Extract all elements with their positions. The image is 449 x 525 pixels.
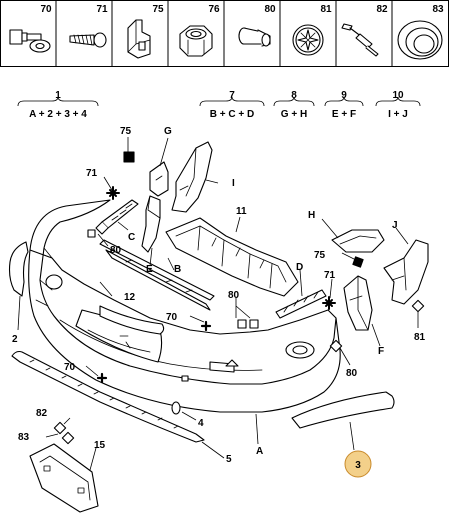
bracket-part-h: [331, 229, 385, 253]
label-15: 15: [94, 440, 106, 451]
corner-part-2: [8, 241, 29, 297]
group-num-8: 8: [291, 90, 297, 101]
group-formula-10: I + J: [388, 109, 408, 120]
bracket-part-j: [383, 239, 429, 305]
label-80-center: 80: [228, 290, 240, 301]
header-part-num-75: 75: [152, 4, 164, 15]
hex-nut-icon: [179, 25, 213, 57]
highlight-marker: [344, 450, 372, 478]
rivet-icon: [341, 23, 379, 57]
label-75-right: 75: [314, 250, 326, 261]
group-formula-7: B + C + D: [210, 109, 254, 120]
bracket-part-e: [141, 195, 161, 253]
group-num-1: 1: [55, 90, 61, 101]
label-j: J: [392, 220, 398, 231]
label-5: 5: [226, 454, 232, 465]
group-num-10: 10: [392, 90, 404, 101]
label-f: F: [378, 346, 384, 357]
label-71-right: 71: [324, 270, 336, 281]
label-71-upper: 71: [86, 168, 98, 179]
header-part-num-71: 71: [96, 4, 108, 15]
plate-bracket-part-15: [29, 443, 99, 513]
label-70-left: 70: [64, 362, 76, 373]
push-clip-icon: [238, 27, 271, 47]
bracket-part-d: [275, 289, 327, 319]
header-part-num-81: 81: [320, 4, 332, 15]
screw-icon: [69, 32, 107, 48]
label-g: G: [164, 126, 172, 137]
bumper-drawing: [8, 137, 429, 513]
bolt-collar-icon: [9, 29, 51, 53]
upper-beam-part-b: [99, 239, 215, 311]
group-formula-1: A + 2 + 3 + 4: [29, 109, 87, 120]
trim-strip-part-3: [291, 391, 395, 429]
label-80-right: 80: [346, 368, 358, 379]
clip-bracket-icon: [127, 19, 151, 59]
header-parts-table: 70 71 75 76 80 81 82 83: [0, 0, 449, 67]
header-part-num-82: 82: [376, 4, 388, 15]
leader-lines: [17, 137, 419, 471]
absorber-part-11: [165, 217, 299, 297]
header-part-num-70: 70: [40, 4, 52, 15]
label-i: I: [232, 178, 235, 189]
label-81: 81: [414, 332, 426, 343]
group-formulas: 1 A + 2 + 3 + 4 7 B + C + D 8 G + H 9 E …: [17, 90, 421, 120]
group-formula-8: G + H: [281, 109, 307, 120]
label-h: H: [308, 210, 315, 221]
star-washer-icon: [292, 24, 324, 56]
label-e: E: [146, 264, 153, 275]
label-3: 3: [355, 460, 361, 471]
label-c: C: [128, 232, 135, 243]
left-bracket-part-c: [95, 199, 139, 235]
label-2: 2: [12, 334, 18, 345]
grommet-icon: [397, 20, 443, 60]
label-d: D: [296, 262, 303, 273]
callout-labels: 75 G 71 I 11 H J C 80 75 E B D 12 80 71 …: [12, 126, 426, 471]
lower-strip-part-5: [11, 350, 205, 443]
group-num-9: 9: [341, 90, 347, 101]
bracket-part-f: [343, 275, 373, 331]
label-80-left: 80: [110, 245, 122, 256]
header-part-num-76: 76: [208, 4, 220, 15]
label-70-center: 70: [166, 312, 178, 323]
label-75-upper: 75: [120, 126, 132, 137]
bracket-part-i: [171, 141, 213, 213]
label-4: 4: [198, 418, 204, 429]
clip-part-4: [171, 401, 181, 415]
header-part-num-80: 80: [264, 4, 276, 15]
group-formula-9: E + F: [332, 109, 356, 120]
group-num-7: 7: [229, 90, 235, 101]
header-part-num-83: 83: [432, 4, 444, 15]
bumper-cover-part-a: [28, 199, 341, 413]
label-82: 82: [36, 408, 48, 419]
bracket-part-g: [149, 161, 169, 197]
fastener-markers: [53, 151, 425, 445]
label-a: A: [256, 446, 263, 457]
label-12: 12: [124, 292, 136, 303]
label-11: 11: [236, 206, 247, 217]
label-b: B: [174, 264, 181, 275]
label-83: 83: [18, 432, 30, 443]
